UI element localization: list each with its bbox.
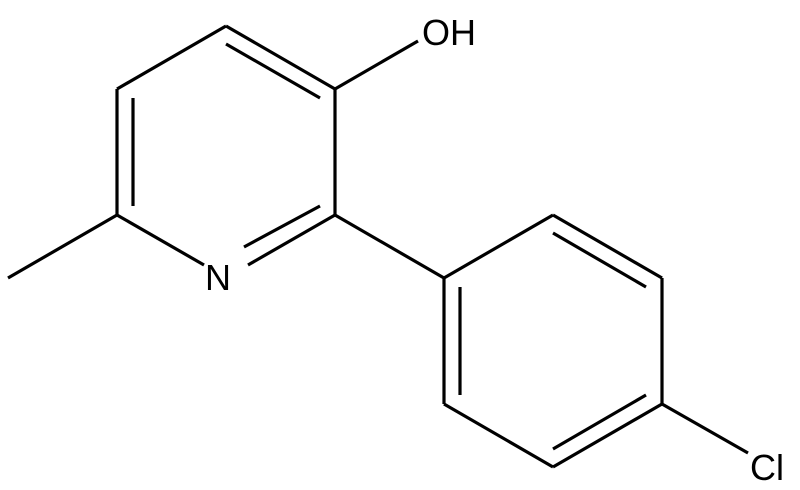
bond-a2-a3 (552, 213, 663, 280)
bond-a2-a3-inner (552, 231, 647, 289)
bond-a5-a6 (443, 402, 554, 469)
bond-a1-a2 (443, 213, 554, 280)
bond-c3-oh (334, 39, 419, 91)
bond-c3-c4 (225, 24, 336, 91)
chlorine-label: Cl (750, 447, 784, 488)
bond-c-cl (661, 402, 749, 455)
bond-n-c2 (247, 213, 336, 267)
bond-c3-c4-inner (225, 42, 321, 100)
bond-methyl (7, 213, 118, 280)
chlorophenyl-ring (442, 213, 664, 469)
hydroxyl-label: OH (422, 12, 476, 53)
bond-n-c2-inner (243, 204, 321, 249)
bond-c4-c5 (116, 24, 227, 91)
bond-a4-a5 (552, 402, 663, 469)
pyridine-ring (115, 24, 337, 267)
nitrogen-label: N (205, 257, 231, 298)
bond-a4-a5-inner (552, 393, 647, 451)
bond-c2-aryl (334, 213, 445, 280)
bond-c6-n (116, 213, 205, 267)
